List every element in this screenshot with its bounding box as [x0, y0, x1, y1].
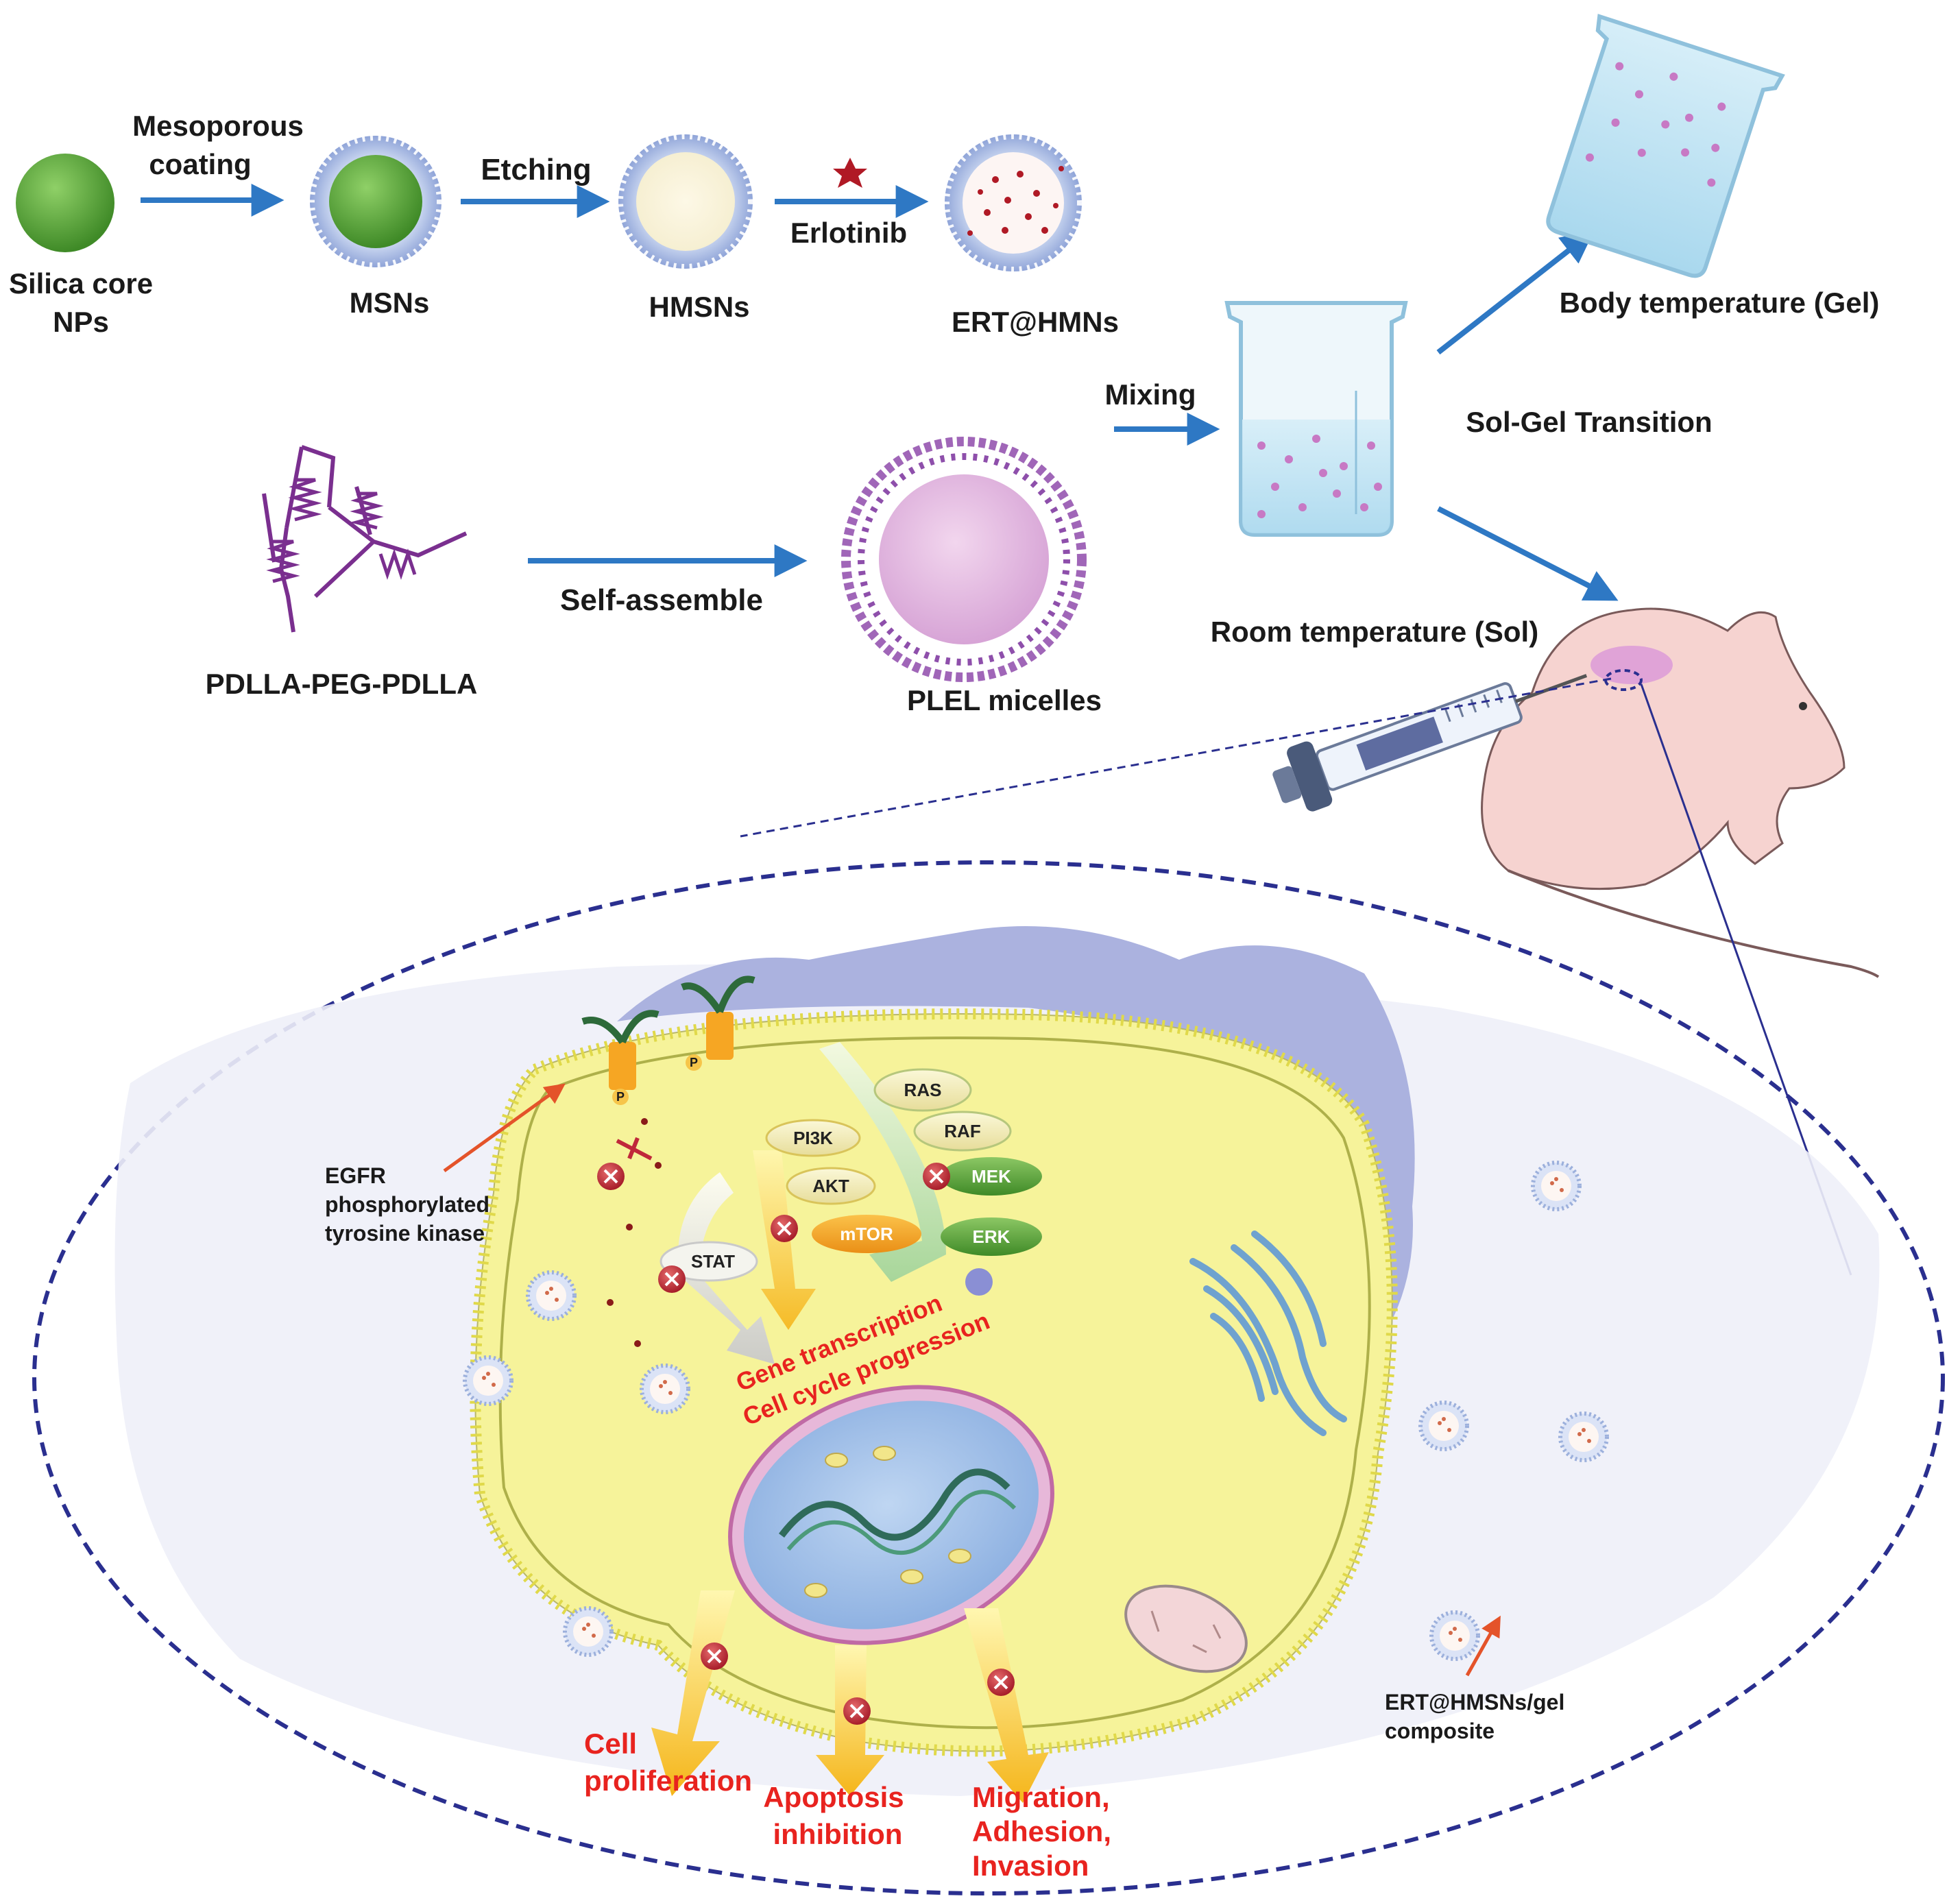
outcome-apoptosis-label-2: inhibition [773, 1818, 903, 1850]
egfr-label-2: phosphorylated [325, 1192, 489, 1217]
outcome-migration-label: Migration, [972, 1781, 1110, 1813]
output-arrow-apoptosis [816, 1645, 884, 1796]
sol-beaker [1224, 301, 1408, 537]
nanoparticle-icon [640, 1363, 690, 1414]
zoom-line [740, 677, 1612, 838]
arrow-gel [1436, 230, 1595, 355]
inhibitor-t-icon [616, 1137, 653, 1161]
nanoparticle-icon [563, 1606, 614, 1657]
pdlla-peg-pdlla-polymer-icon [262, 445, 468, 633]
nanoparticle-icon [1418, 1401, 1469, 1451]
output-arrow-proliferation [651, 1590, 735, 1796]
body-temperature-label: Body temperature (Gel) [1560, 287, 1880, 319]
plel-micelle [841, 437, 1087, 682]
svg-text:ERK: ERK [973, 1226, 1011, 1247]
zoom-ellipse [32, 860, 1945, 1895]
inhibit-x-icons [597, 1163, 950, 1293]
outcome-adhesion-label: Adhesion, [972, 1815, 1111, 1847]
silica-core-label-2: NPs [53, 306, 109, 338]
mesoporous-label: Mesoporous [132, 110, 304, 142]
cell-membrane [470, 1008, 1398, 1757]
mitochondrion [1124, 1584, 1248, 1673]
svg-text:PI3K: PI3K [793, 1128, 833, 1148]
nanoparticle-icon [1429, 1610, 1480, 1661]
composite-pointer-arrow [1465, 1615, 1501, 1677]
outcome-apoptosis-label: Apoptosis [763, 1781, 904, 1813]
mixing-label: Mixing [1105, 378, 1196, 411]
svg-text:MEK: MEK [971, 1166, 1011, 1187]
mouse-illustration [1481, 607, 1880, 978]
inhibit-x-icon [923, 1163, 950, 1190]
inhibit-x-icon [597, 1163, 625, 1190]
inhibit-x-icon [658, 1265, 686, 1293]
etching-label: Etching [481, 153, 591, 186]
svg-text:RAF: RAF [944, 1121, 980, 1141]
msns-label: MSNs [350, 287, 430, 319]
room-temperature-label: Room temperature (Sol) [1211, 616, 1538, 648]
egfr-label-3: tyrosine kinase [325, 1221, 485, 1246]
golgi-apparatus [1189, 1231, 1347, 1436]
composite-label-2: composite [1385, 1719, 1495, 1743]
phospho-p-label: P [690, 1056, 698, 1069]
composite-label: ERT@HMSNs/gel [1385, 1690, 1564, 1714]
egfr-label: EGFR [325, 1163, 386, 1188]
ras-node: RAS [873, 1068, 972, 1112]
erlotinib-label: Erlotinib [790, 217, 907, 249]
pathway-arrow-grey [677, 1172, 775, 1364]
syringe-icon [1272, 674, 1588, 812]
msn-particle [305, 131, 446, 272]
cell-membrane-inner [498, 1036, 1371, 1730]
nanoparticle-icon [463, 1355, 513, 1406]
mek-node: MEK [941, 1157, 1042, 1196]
nucleus [728, 1385, 1054, 1645]
hmsn-particle [614, 130, 758, 274]
erlotinib-molecules [607, 1118, 662, 1347]
ert-hmns-particle [940, 130, 1087, 276]
polymer-label: PDLLA-PEG-PDLLA [206, 668, 478, 700]
silica-core-sphere [16, 154, 114, 252]
ert-hmns-label: ERT@HMNs [952, 306, 1119, 338]
mtor-node: mTOR [812, 1215, 921, 1253]
plel-micelles-label: PLEL micelles [907, 684, 1102, 716]
pathway-arrow-green [819, 1042, 946, 1282]
outcome-proliferation-label: Cell [584, 1728, 637, 1760]
erk-dot [965, 1268, 993, 1296]
arrow-sol [1437, 506, 1619, 601]
outcome-invasion-label: Invasion [972, 1850, 1089, 1882]
nanoparticle-icon [1558, 1411, 1609, 1462]
outcome-proliferation-label-2: proliferation [584, 1765, 752, 1797]
svg-text:AKT: AKT [812, 1176, 849, 1196]
output-arrow-migration [964, 1608, 1049, 1803]
svg-text:RAS: RAS [904, 1080, 942, 1100]
egfr-receptor [581, 1010, 660, 1105]
silica-core-label: Silica core [9, 267, 153, 300]
self-assemble-label: Self-assemble [560, 583, 763, 617]
hmsns-label: HMSNs [649, 291, 749, 323]
sol-gel-transition-label: Sol-Gel Transition [1466, 406, 1712, 438]
raf-node: RAF [913, 1111, 1012, 1152]
egfr-pointer-arrow [443, 1083, 566, 1173]
svg-text:mTOR: mTOR [840, 1224, 893, 1244]
nanoparticle-icon [1531, 1161, 1582, 1211]
akt-node: AKT [786, 1167, 876, 1205]
egfr-receptor [681, 975, 755, 1071]
erlotinib-star-icon [833, 158, 867, 188]
gel-beaker [1546, 14, 1785, 278]
mesoporous-label-2: coating [149, 148, 251, 180]
svg-text:STAT: STAT [691, 1251, 735, 1272]
erk-node: ERK [941, 1217, 1042, 1256]
nanoparticle-icons [463, 1161, 1609, 1661]
inhibit-x-icon [771, 1215, 798, 1242]
pi3k-node: PI3K [765, 1119, 861, 1157]
phospho-p-label: P [616, 1090, 625, 1104]
nanoparticle-icon [526, 1270, 577, 1321]
stat-node: STAT [660, 1241, 758, 1282]
